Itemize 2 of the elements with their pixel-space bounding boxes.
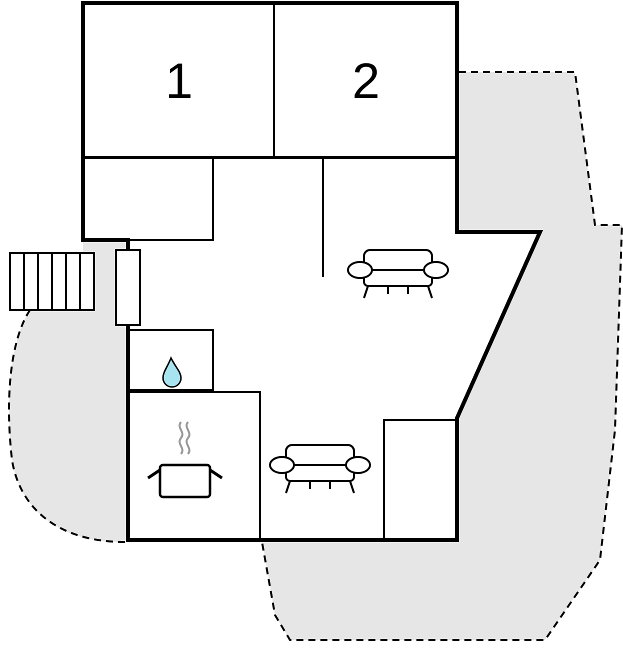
room-number: 2 — [352, 56, 380, 106]
room-number: 1 — [165, 56, 193, 106]
